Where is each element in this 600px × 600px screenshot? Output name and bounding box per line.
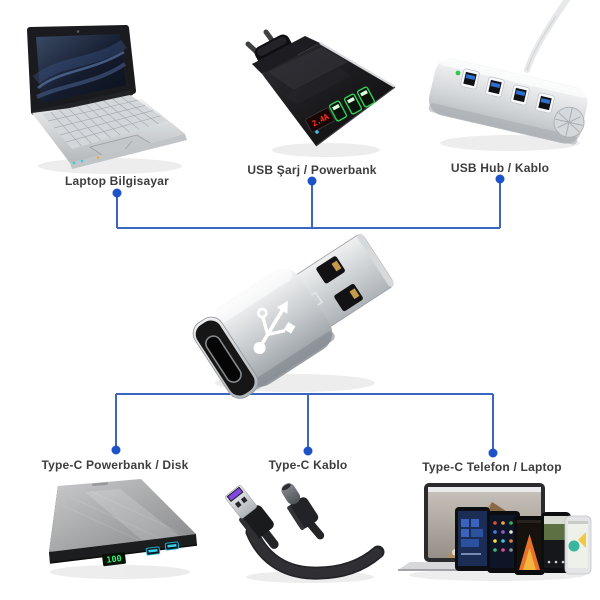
powerbank-ports <box>145 541 180 556</box>
laptop-hinge <box>33 90 133 116</box>
label-laptop: Laptop Bilgisayar <box>64 174 170 188</box>
hub-end-cap <box>553 106 585 138</box>
connector-dot <box>303 446 313 456</box>
usb-port-icon <box>343 93 363 115</box>
cable-ribbon <box>245 525 385 580</box>
laptop-status-leds <box>72 156 100 165</box>
phone <box>541 512 571 573</box>
connector-dot <box>307 176 317 186</box>
label-type-c-powerbank: Type-C Powerbank / Disk <box>41 458 189 472</box>
usb-port-icon <box>510 84 530 106</box>
connector-lines <box>111 174 505 458</box>
powerbank-front-edge <box>49 534 197 563</box>
phone <box>455 507 490 571</box>
connector-dot <box>488 448 498 458</box>
usb-port-icon <box>356 86 376 108</box>
usb-a-plug-icon <box>224 485 279 549</box>
connector-dot <box>112 188 122 198</box>
type-c-cable-image <box>224 483 385 580</box>
usb-c-port <box>192 316 259 399</box>
phone <box>514 516 545 575</box>
label-type-c-cable: Type-C Kablo <box>268 458 348 472</box>
charger-status-led <box>315 130 319 134</box>
label-usb-hub: USB Hub / Kablo <box>450 161 550 175</box>
label-type-c-devices: Type-C Telefon / Laptop <box>422 460 562 474</box>
laptop-keyboard <box>42 95 168 149</box>
usb-port-icon <box>535 92 555 114</box>
hub-usb-ports <box>460 68 555 114</box>
hub-power-led <box>455 70 461 76</box>
charger-usb-ports <box>328 86 376 122</box>
usb-port-icon <box>485 76 505 98</box>
laptop-image <box>27 25 187 169</box>
usb-hub-image <box>428 0 588 145</box>
usb-port-icon <box>145 546 161 556</box>
usb-port-icon <box>164 541 180 551</box>
powerbank-display: 100 <box>102 551 126 567</box>
devices-image <box>398 483 592 575</box>
usb-c-plug-icon <box>281 483 325 540</box>
charger-led-display: 2.4A <box>305 107 335 133</box>
svg-text:100: 100 <box>106 554 122 566</box>
usb-port-icon <box>328 100 348 122</box>
webcam-icon <box>76 30 80 33</box>
phone <box>564 515 592 575</box>
usb-trident-logo <box>253 300 296 355</box>
powerbank-top <box>49 479 196 552</box>
label-usb-charger: USB Şarj / Powerbank <box>247 163 377 177</box>
usb-charger-image: 2.4A <box>245 29 396 147</box>
usb-port-icon <box>460 68 480 90</box>
connector-dot <box>111 445 121 455</box>
hub-cable <box>524 0 571 73</box>
phone <box>487 511 520 573</box>
connector-dot <box>495 174 505 184</box>
adapter-image <box>192 233 394 399</box>
powerbank-image: 100 <box>49 479 198 567</box>
